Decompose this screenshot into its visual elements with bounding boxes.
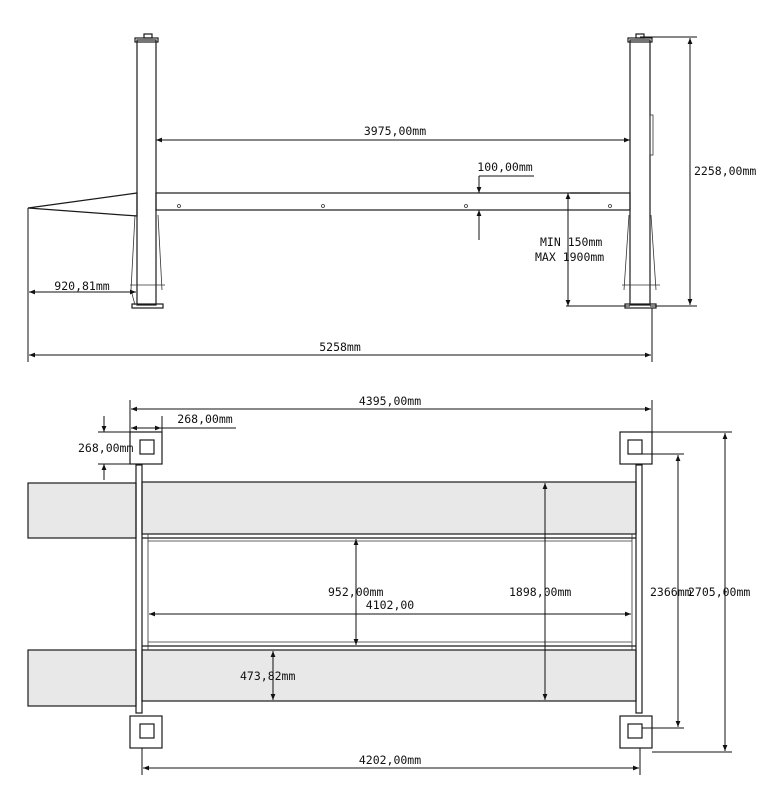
- side-ramp: [27, 192, 138, 217]
- dim-post-spacing: 3975,00mm: [364, 124, 426, 138]
- top-ramp-upper: [27, 482, 137, 539]
- right-post: [622, 33, 660, 309]
- dim-post-center-length: 4202,00mm: [359, 753, 421, 767]
- dim-top-overall-length: 4395,00mm: [359, 394, 421, 408]
- baseplate-top-left: [129, 431, 163, 465]
- top-view: 4395,00mm 268,00mm 268,00mm 952,00mm 410…: [27, 394, 750, 775]
- dim-runway-length: 4102,00: [366, 598, 415, 612]
- dim-outer-runway-width: 1898,00mm: [509, 585, 571, 599]
- top-ramp-lower: [27, 649, 137, 707]
- dim-inner-gap: 952,00mm: [328, 585, 383, 599]
- dim-baseplate-width: 268,00mm: [177, 412, 232, 426]
- top-runway-lower: [141, 649, 637, 702]
- dim-lift-max: MAX 1900mm: [535, 250, 604, 264]
- dim-overall-length: 5258mm: [319, 340, 361, 354]
- left-post: [130, 33, 165, 309]
- baseplate-bottom-right: [619, 715, 653, 749]
- dim-post-inner-width: 2366mm: [650, 585, 692, 599]
- side-view: 3975,00mm 100,00mm MIN 150mm MAX 1900mm …: [27, 33, 756, 362]
- side-runway: [155, 192, 631, 211]
- top-runway-upper: [141, 481, 637, 535]
- dim-post-height: 2258,00mm: [694, 164, 756, 178]
- dim-lift-min: MIN 150mm: [540, 235, 602, 249]
- dim-baseplate-depth: 268,00mm: [78, 441, 133, 455]
- dim-overall-width: 2705,00mm: [688, 585, 750, 599]
- dim-ramp-length: 920,81mm: [54, 279, 109, 293]
- dim-runway-thickness: 100,00mm: [477, 160, 532, 174]
- baseplate-bottom-left: [129, 715, 163, 749]
- baseplate-top-right: [619, 431, 653, 465]
- dim-runway-width: 473,82mm: [240, 669, 295, 683]
